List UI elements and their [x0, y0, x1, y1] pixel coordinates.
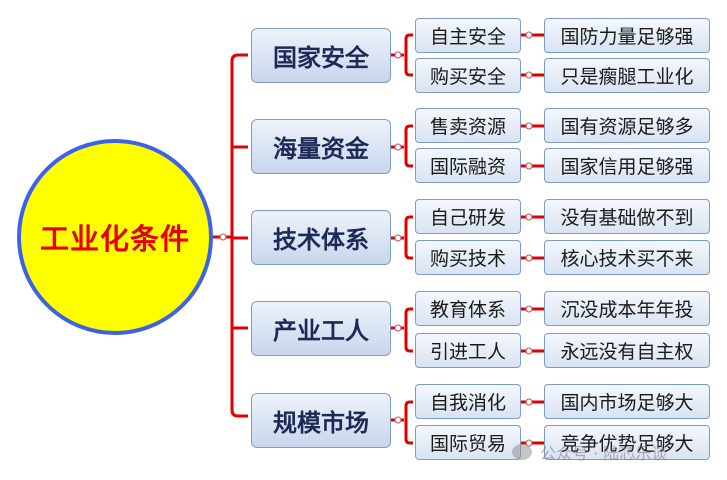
- watermark: 公众号 · 陆芯乐谈: [512, 440, 712, 464]
- option-node: 国际贸易: [415, 425, 521, 460]
- option-node: 国际融资: [415, 148, 521, 183]
- watermark-text: 公众号 · 陆芯乐谈: [540, 444, 668, 463]
- result-node: 核心技术买不来: [544, 240, 710, 275]
- result-node: 国防力量足够强: [544, 18, 710, 53]
- option-node: 教育体系: [415, 291, 521, 326]
- root-label: 工业化条件: [39, 222, 190, 256]
- option-node: 自己研发: [415, 199, 521, 234]
- wechat-icon: [512, 444, 532, 460]
- option-node: 自我消化: [415, 384, 521, 419]
- root-node: 工业化条件: [17, 139, 213, 335]
- option-node: 购买技术: [415, 240, 521, 275]
- category-node-capital: 海量资金: [251, 119, 391, 174]
- option-node: 引进工人: [415, 333, 521, 368]
- option-node: 自主安全: [415, 18, 521, 53]
- result-node: 国家信用足够强: [544, 148, 710, 183]
- category-node-national-security: 国家安全: [251, 28, 391, 83]
- result-node: 国内市场足够大: [544, 384, 710, 419]
- result-node: 国有资源足够多: [544, 108, 710, 143]
- result-node: 没有基础做不到: [544, 199, 710, 234]
- result-node: 永远没有自主权: [544, 333, 710, 368]
- option-node: 售卖资源: [415, 108, 521, 143]
- category-node-workforce: 产业工人: [251, 301, 391, 356]
- option-node: 购买安全: [415, 58, 521, 93]
- result-node: 只是瘸腿工业化: [544, 58, 710, 93]
- result-node: 竞争优势足够大: [544, 425, 710, 460]
- category-node-market: 规模市场: [251, 393, 391, 448]
- category-node-technology: 技术体系: [251, 210, 391, 265]
- result-node: 沉没成本年年投: [544, 291, 710, 326]
